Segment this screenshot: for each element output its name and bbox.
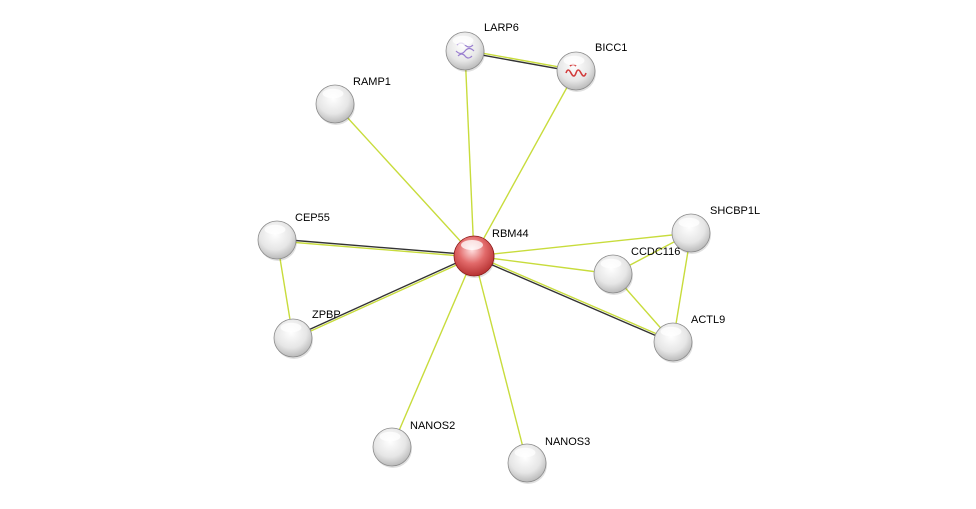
node-highlight bbox=[678, 217, 700, 228]
edge-line-coexpression bbox=[292, 254, 474, 338]
node-ramp1[interactable]: RAMP1 bbox=[315, 76, 391, 125]
node-zpbp[interactable]: ZPBP bbox=[273, 309, 341, 359]
edge-line-textmining bbox=[473, 255, 528, 464]
edge-rbm44-larp6 bbox=[464, 50, 475, 257]
edge-rbm44-shcbp1l bbox=[473, 232, 692, 257]
node-rbm44[interactable]: RBM44 bbox=[453, 228, 529, 278]
edge-rbm44-nanos2 bbox=[391, 255, 475, 448]
node-label: LARP6 bbox=[484, 22, 519, 34]
node-label: RBM44 bbox=[492, 228, 529, 240]
node-highlight bbox=[280, 322, 302, 333]
node-highlight bbox=[452, 35, 474, 46]
node-highlight bbox=[379, 431, 401, 442]
node-label: ZPBP bbox=[312, 309, 341, 321]
edge-line-textmining bbox=[334, 103, 475, 257]
node-label: RAMP1 bbox=[353, 76, 391, 88]
node-highlight bbox=[322, 88, 344, 99]
edge-rbm44-actl9 bbox=[473, 254, 674, 344]
edge-rbm44-ccdc116 bbox=[473, 255, 614, 275]
node-label: SHCBP1L bbox=[710, 205, 760, 217]
edge-rbm44-zpbp bbox=[292, 254, 475, 340]
node-bicc1[interactable]: BICC1 bbox=[556, 42, 627, 92]
node-label: BICC1 bbox=[595, 42, 627, 54]
edge-rbm44-bicc1 bbox=[473, 70, 577, 257]
node-nanos2[interactable]: NANOS2 bbox=[372, 420, 455, 468]
node-actl9[interactable]: ACTL9 bbox=[653, 314, 725, 363]
node-highlight bbox=[563, 55, 585, 66]
edge-line-textmining bbox=[473, 232, 692, 257]
node-highlight bbox=[264, 224, 286, 235]
node-shcbp1l[interactable]: SHCBP1L bbox=[671, 205, 760, 254]
edge-line-textmining bbox=[473, 255, 614, 275]
edge-rbm44-cep55 bbox=[276, 238, 475, 258]
node-cep55[interactable]: CEP55 bbox=[257, 212, 330, 261]
edge-line-coexpression bbox=[277, 238, 475, 256]
edge-line-textmining bbox=[391, 255, 475, 448]
edge-line-textmining bbox=[464, 50, 475, 257]
edge-line-textmining bbox=[293, 256, 475, 340]
node-label: CEP55 bbox=[295, 212, 330, 224]
edge-rbm44-nanos3 bbox=[473, 255, 528, 464]
node-label: NANOS3 bbox=[545, 436, 590, 448]
node-highlight bbox=[660, 326, 682, 337]
node-label: CCDC116 bbox=[631, 246, 680, 258]
edge-rbm44-ramp1 bbox=[334, 103, 475, 257]
node-larp6[interactable]: LARP6 bbox=[445, 22, 519, 72]
node-ccdc116[interactable]: CCDC116 bbox=[593, 246, 680, 295]
edge-line-textmining bbox=[276, 240, 474, 258]
node-highlight bbox=[600, 258, 622, 269]
node-label: NANOS2 bbox=[410, 420, 455, 432]
node-highlight bbox=[461, 240, 483, 250]
node-highlight bbox=[514, 447, 536, 458]
edge-line-textmining bbox=[473, 70, 577, 257]
node-label: ACTL9 bbox=[691, 314, 725, 326]
edge-line-coexpression bbox=[473, 256, 673, 344]
node-nanos3[interactable]: NANOS3 bbox=[507, 436, 590, 484]
edge-line-textmining bbox=[474, 254, 674, 342]
